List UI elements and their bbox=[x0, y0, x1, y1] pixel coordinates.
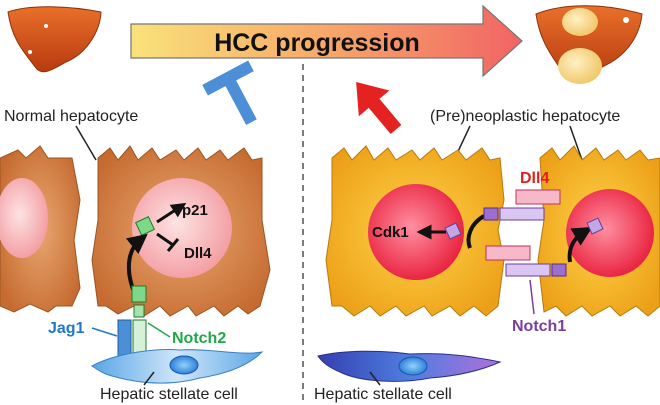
notch1-label: Notch1 bbox=[512, 318, 566, 335]
notch1-icd-left bbox=[444, 222, 462, 240]
normal-liver-icon bbox=[7, 6, 102, 73]
normal-hepatocyte-label: Normal hepatocyte bbox=[4, 108, 138, 125]
notch1-icd-right bbox=[586, 217, 604, 235]
notch1-receptor-upper bbox=[483, 207, 545, 221]
inhibition-t-icon bbox=[202, 60, 257, 125]
p21-arrow bbox=[156, 202, 187, 224]
dll4-ligand-upper bbox=[515, 189, 561, 205]
dll4-label-right: Dll4 bbox=[520, 170, 549, 187]
notch2-icd bbox=[135, 216, 155, 236]
jag1-label: Jag1 bbox=[48, 320, 85, 337]
stellate-label-right: Hepatic stellate cell bbox=[314, 386, 452, 403]
promotion-arrow-icon bbox=[356, 81, 402, 134]
progression-title: HCC progression bbox=[214, 29, 420, 57]
p21-label: p21 bbox=[182, 202, 208, 219]
hepatic-stellate-cell-right bbox=[317, 350, 502, 382]
tumor-liver-icon bbox=[535, 5, 643, 84]
notch2-label: Notch2 bbox=[172, 330, 226, 347]
normal-hepatocyte-neighbor bbox=[0, 145, 81, 313]
notch1-signal-arrow-right bbox=[567, 226, 593, 263]
hepatic-stellate-cell-left bbox=[91, 349, 264, 384]
cdk1-label: Cdk1 bbox=[372, 224, 409, 241]
stellate-label-left: Hepatic stellate cell bbox=[100, 386, 238, 403]
notch1-receptor-lower bbox=[505, 263, 567, 277]
dll4-label-left: Dll4 bbox=[184, 245, 212, 262]
neoplastic-hepatocyte bbox=[325, 145, 505, 317]
normal-nucleus bbox=[132, 178, 232, 278]
dll4-ligand-lower bbox=[485, 245, 531, 261]
normal-hepatocyte bbox=[91, 145, 271, 317]
dll4-inhibit-line bbox=[156, 232, 174, 247]
neoplastic-nucleus bbox=[368, 184, 464, 280]
progression-arrow bbox=[130, 4, 523, 78]
neoplastic-hepatocyte-label: (Pre)neoplastic hepatocyte bbox=[430, 108, 620, 125]
notch2-receptor bbox=[131, 285, 147, 361]
notch1-signal-curve bbox=[466, 214, 486, 249]
